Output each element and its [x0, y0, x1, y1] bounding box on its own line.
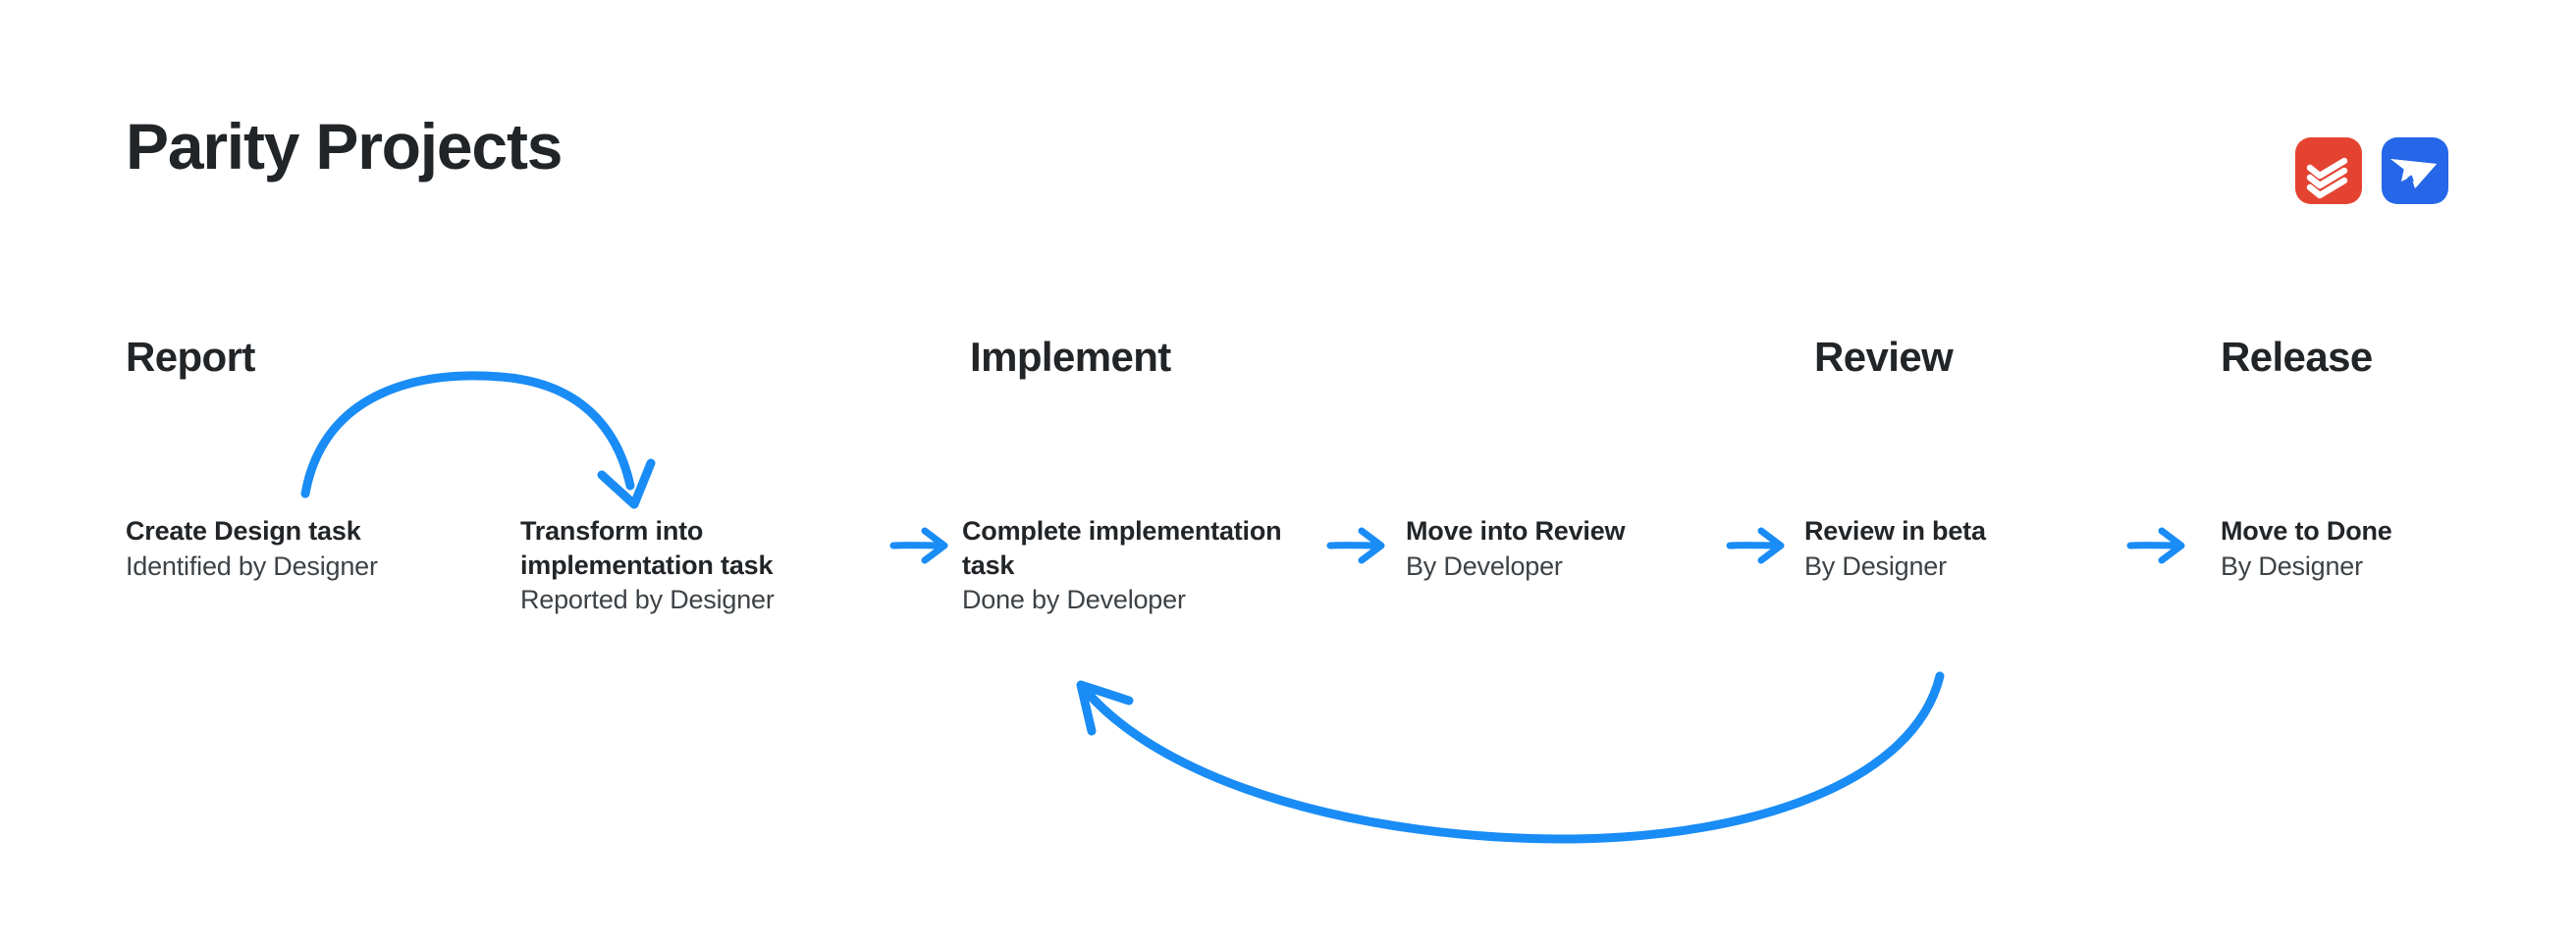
- arrow-right-icon-transform-to-complete: [884, 518, 972, 573]
- phase-header-release: Release: [2221, 334, 2373, 380]
- logo-group: [2295, 137, 2448, 204]
- step-create-design-task: Create Design task Identified by Designe…: [126, 514, 479, 583]
- arc-create-to-transform-head: [597, 458, 656, 509]
- step-move-into-review: Move into Review By Developer: [1406, 514, 1730, 583]
- step-transform-into-implementation-task: Transform into implementation task Repor…: [520, 514, 864, 617]
- arrow-right-icon-review-to-beta: [1720, 518, 1808, 573]
- arrow-right-icon-beta-to-done: [2120, 518, 2209, 573]
- phase-header-report: Report: [126, 334, 255, 380]
- step-title: Move to Done: [2221, 516, 2392, 546]
- step-subtitle: Reported by Designer: [520, 585, 775, 615]
- step-title: Move into Review: [1406, 516, 1626, 546]
- step-move-to-done: Move to Done By Designer: [2221, 514, 2505, 583]
- step-review-in-beta: Review in beta By Designer: [1804, 514, 2089, 583]
- arrow-right-icon-complete-to-review: [1320, 518, 1409, 573]
- step-subtitle: By Designer: [1804, 550, 1947, 581]
- step-subtitle: By Developer: [1406, 550, 1563, 581]
- arc-create-to-transform-path: [300, 371, 635, 498]
- phase-header-review: Review: [1814, 334, 1954, 380]
- phase-header-implement: Implement: [970, 334, 1171, 380]
- step-subtitle: Identified by Designer: [126, 550, 378, 581]
- page-title: Parity Projects: [126, 110, 563, 183]
- step-subtitle: Done by Developer: [962, 585, 1186, 615]
- step-complete-implementation-task: Complete implementation task Done by Dev…: [962, 514, 1306, 617]
- step-title: Review in beta: [1804, 516, 1986, 546]
- step-title: Create Design task: [126, 516, 361, 546]
- todoist-logo: [2295, 137, 2362, 204]
- step-title: Complete implementation task: [962, 516, 1282, 580]
- arc-review-back-head: [1076, 680, 1134, 736]
- step-title: Transform into implementation task: [520, 516, 774, 580]
- step-subtitle: By Designer: [2221, 550, 2363, 581]
- arc-review-back-path: [1082, 671, 1945, 844]
- missive-logo: [2382, 137, 2448, 204]
